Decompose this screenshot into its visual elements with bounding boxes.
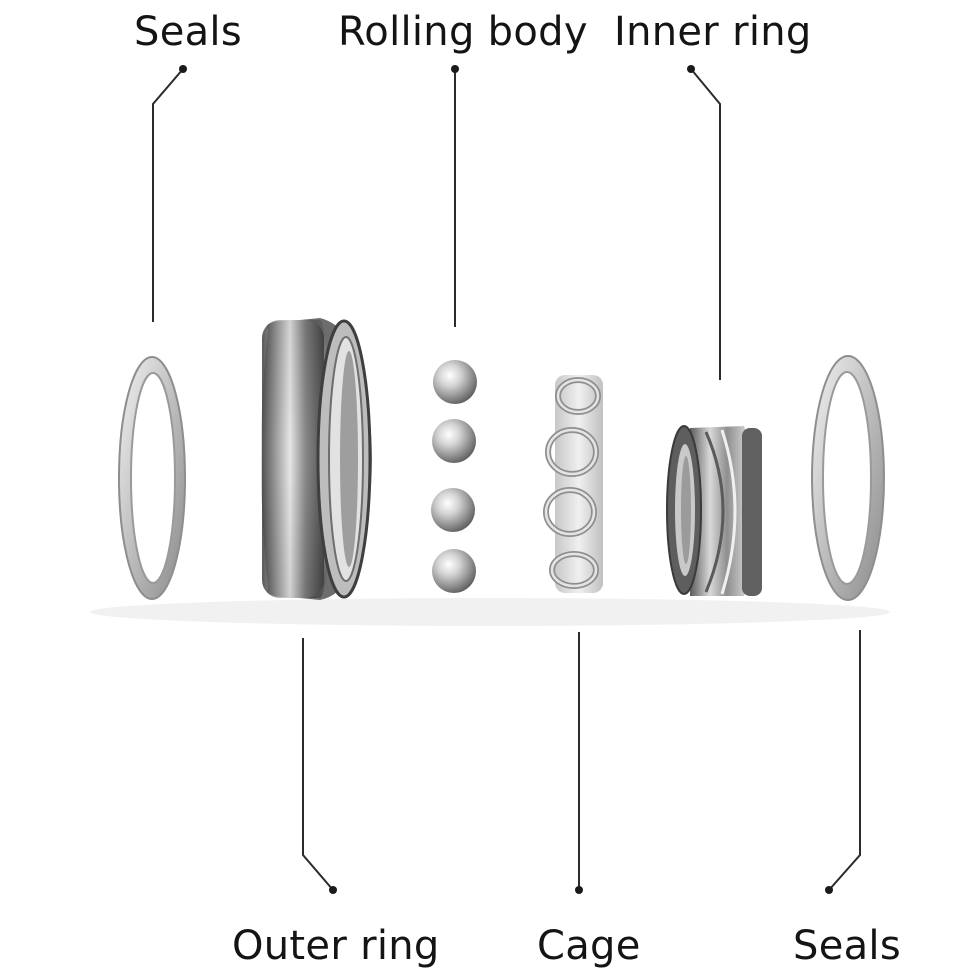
leader-dot — [825, 886, 833, 894]
ball — [433, 360, 477, 404]
leader-dots — [179, 65, 833, 894]
seal-left-part — [118, 356, 186, 600]
leader-line-outer-ring — [302, 638, 334, 891]
leader-line-inner-ring — [690, 68, 721, 380]
leader-dot — [329, 886, 337, 894]
label-seals-bottom: Seals — [793, 923, 901, 969]
outer-ring-part — [261, 318, 372, 600]
leader-dot — [451, 65, 459, 73]
leader-lines — [152, 68, 861, 891]
cage-part — [543, 375, 603, 593]
label-rolling-body: Rolling body — [338, 9, 588, 55]
leader-dot — [575, 886, 583, 894]
label-seals-top: Seals — [134, 9, 242, 55]
ground-shadow — [90, 598, 890, 626]
leader-dot — [687, 65, 695, 73]
ball — [431, 488, 475, 532]
leader-line-seal-right — [828, 630, 861, 891]
label-inner-ring: Inner ring — [614, 9, 812, 55]
inner-ring-part — [666, 425, 762, 596]
ball — [432, 419, 476, 463]
ball — [432, 549, 476, 593]
seal-right-part — [811, 355, 885, 601]
rolling-body-part — [431, 360, 477, 593]
label-cage: Cage — [537, 923, 641, 969]
label-outer-ring: Outer ring — [232, 923, 440, 969]
leader-dot — [179, 65, 187, 73]
leader-line-seal-left — [152, 68, 184, 322]
